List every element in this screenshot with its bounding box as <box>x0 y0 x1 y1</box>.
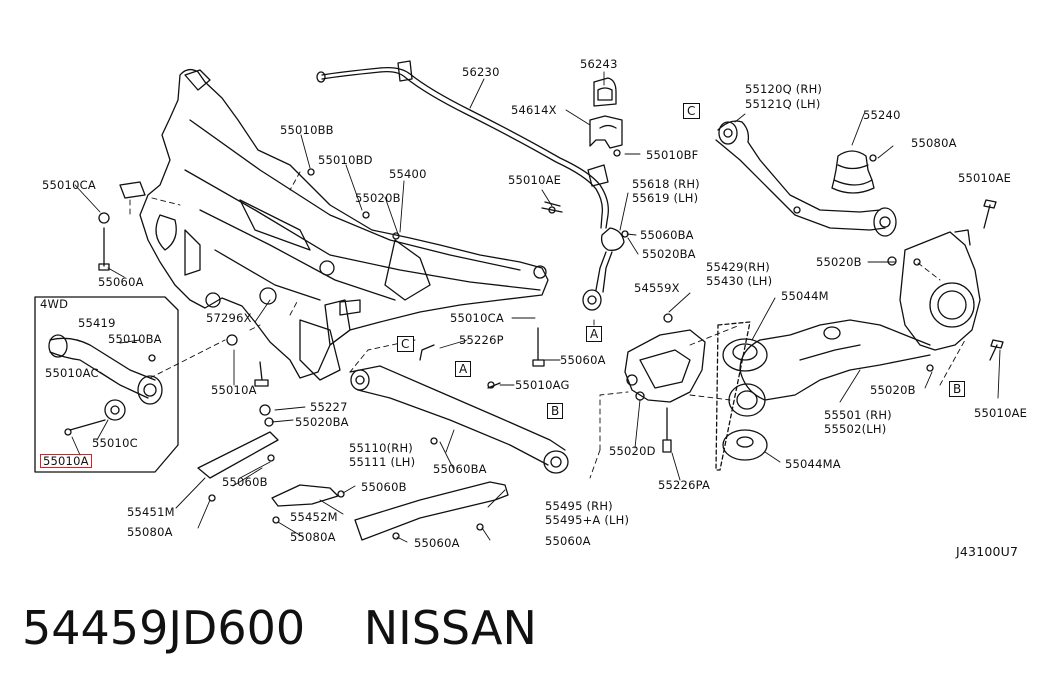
label-55060a-d: 55060A <box>545 534 591 548</box>
label-55495: 55495 (RH) <box>545 499 613 513</box>
label-55010a-a: 55010A <box>211 383 257 397</box>
label-55060ba-a: 55060BA <box>640 228 694 242</box>
label-55010ca-a: 55010CA <box>42 178 96 192</box>
label-55010bb: 55010BB <box>280 123 334 137</box>
rear-axle-knuckle <box>899 229 981 351</box>
rear-subframe <box>119 68 549 381</box>
label-55020b-b: 55020B <box>816 255 862 269</box>
inset-label-55010ac: 55010AC <box>45 366 99 380</box>
label-55429: 55429(RH) <box>706 260 770 274</box>
label-55501: 55501 (RH) <box>824 408 892 422</box>
highlighted-part-55010a[interactable]: 55010A <box>40 454 92 468</box>
label-55080a-b: 55080A <box>127 525 173 539</box>
callout-b-1: B <box>547 403 564 419</box>
label-55020ba-a: 55020BA <box>642 247 696 261</box>
inset-4wd <box>34 296 179 473</box>
bump-stopper <box>831 150 877 194</box>
callout-a-1: A <box>586 326 603 342</box>
label-55010bf: 55010BF <box>646 148 699 162</box>
inset-label-55419: 55419 <box>78 316 116 330</box>
label-55060b-b: 55060B <box>361 480 407 494</box>
label-55044ma: 55044MA <box>785 457 841 471</box>
label-55226p: 55226P <box>459 333 504 347</box>
label-55060a-c: 55060A <box>414 536 460 550</box>
label-55060a-b: 55060A <box>560 353 606 367</box>
parts-diagram: 56230 56243 54614X 55010BF 55010BB 55010… <box>34 57 1028 559</box>
callout-a-2: A <box>455 361 472 377</box>
label-54614x: 54614X <box>511 103 557 117</box>
inset-title: 4WD <box>40 297 69 311</box>
radius-rod <box>349 365 569 474</box>
label-55227: 55227 <box>310 400 348 414</box>
label-55226pa: 55226PA <box>658 478 711 492</box>
label-55010ag: 55010AG <box>515 378 570 392</box>
label-55020d: 55020D <box>609 444 656 458</box>
label-55010ae-c: 55010AE <box>974 406 1028 420</box>
stabilizer-link <box>582 227 629 311</box>
label-55060a-a: 55060A <box>98 275 144 289</box>
label-55010ca-b: 55010CA <box>450 311 504 325</box>
leader-lines <box>71 71 1001 543</box>
label-55495a: 55495+A (LH) <box>545 513 630 527</box>
callout-b-2: B <box>949 381 966 397</box>
callout-c-2: C <box>397 336 414 352</box>
diagram-code: J43100U7 <box>956 544 1019 559</box>
label-55120q: 55120Q (RH) <box>745 82 823 96</box>
label-55080a-a: 55080A <box>911 136 957 150</box>
callout-c-1: C <box>683 103 700 119</box>
label-55020b-a: 55020B <box>355 191 401 205</box>
label-55080a-c: 55080A <box>290 530 336 544</box>
label-55010ae-a: 55010AE <box>508 173 562 187</box>
label-55111: 55111 (LH) <box>349 455 416 469</box>
lower-brackets <box>197 431 509 541</box>
stabilizer-bar <box>316 60 609 229</box>
label-56243: 56243 <box>580 57 618 71</box>
label-55020b-c: 55020B <box>870 383 916 397</box>
spring-seat <box>715 321 768 471</box>
label-55020ba-b: 55020BA <box>295 415 349 429</box>
label-54559x: 54559X <box>634 281 680 295</box>
label-55110: 55110(RH) <box>349 441 413 455</box>
label-55060ba-b: 55060BA <box>433 462 487 476</box>
brand-name: NISSAN <box>363 601 537 655</box>
label-55044m: 55044M <box>781 289 829 303</box>
reference-lines <box>129 171 966 479</box>
suspension-drawing <box>34 60 1004 543</box>
label-55452m: 55452M <box>290 510 338 524</box>
part-caption: 54459JD600 NISSAN <box>22 600 1022 660</box>
label-55060b-a: 55060B <box>222 475 268 489</box>
label-55502: 55502(LH) <box>824 422 887 436</box>
inset-label-55010c: 55010C <box>92 436 138 450</box>
upper-link <box>715 120 897 237</box>
label-55430: 55430 (LH) <box>706 274 773 288</box>
part-number: 54459JD600 <box>22 601 306 655</box>
label-56230: 56230 <box>462 65 500 79</box>
label-55618: 55618 (RH) <box>632 177 700 191</box>
label-55010bd: 55010BD <box>318 153 373 167</box>
stabilizer-bushing <box>541 77 623 214</box>
label-55121q: 55121Q (LH) <box>745 97 821 111</box>
label-55240: 55240 <box>863 108 901 122</box>
label-55619: 55619 (LH) <box>632 191 699 205</box>
bolts <box>98 168 1004 540</box>
label-55400: 55400 <box>389 167 427 181</box>
inset-label-55010ba: 55010BA <box>108 332 162 346</box>
label-55010ae-b: 55010AE <box>958 171 1012 185</box>
rear-suspension-member <box>624 313 706 453</box>
label-55451m: 55451M <box>127 505 175 519</box>
label-57296x: 57296X <box>206 311 252 325</box>
